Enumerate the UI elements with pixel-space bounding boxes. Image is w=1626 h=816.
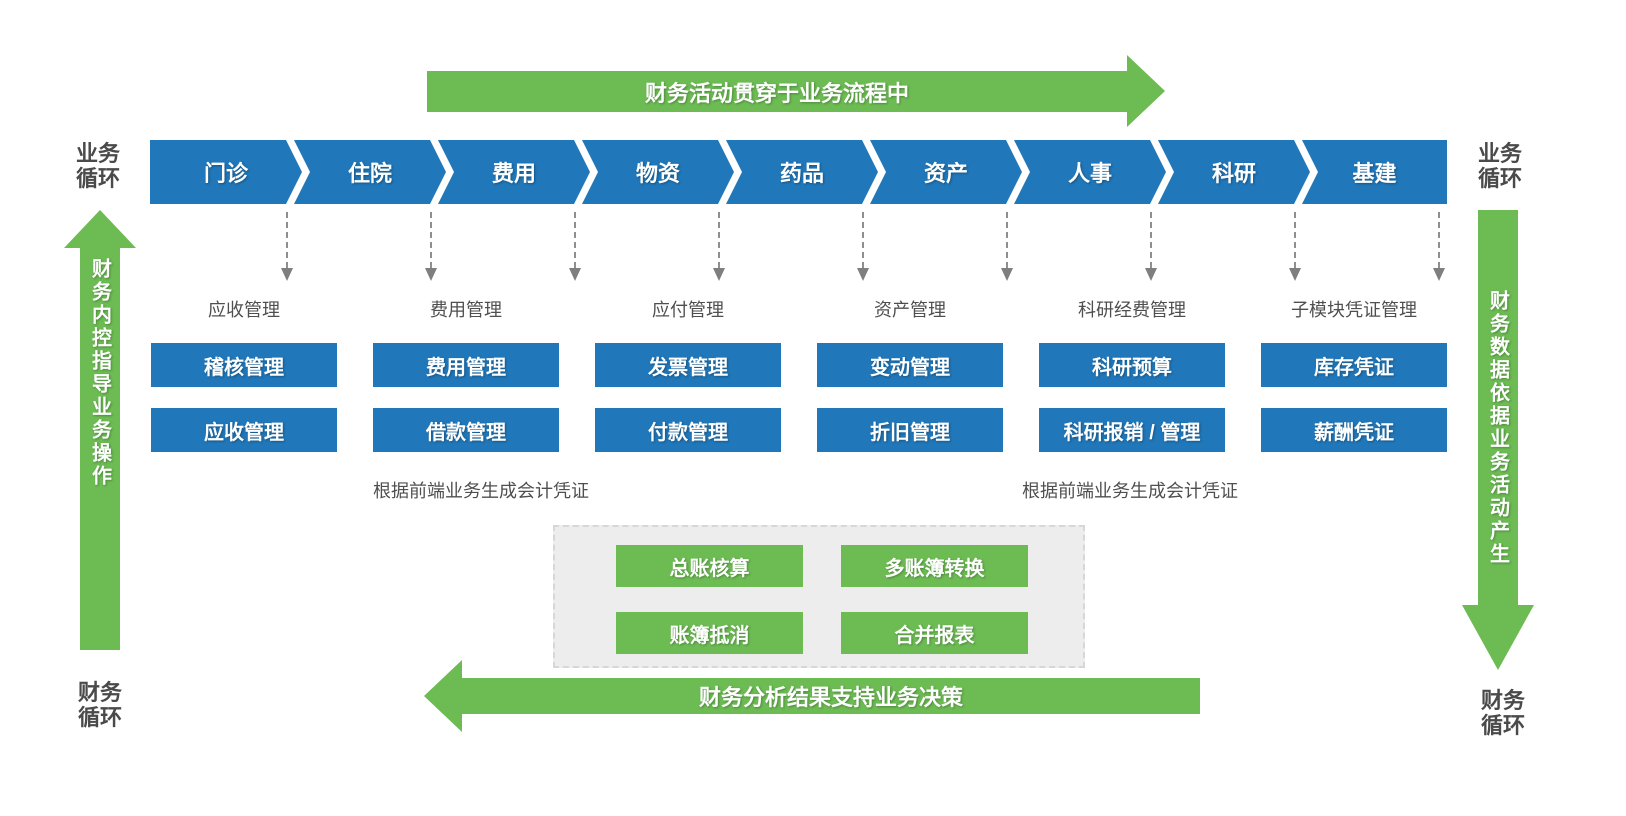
module-group-payables: 应付管理 发票管理 付款管理 (595, 296, 781, 456)
module-group-label: 应付管理 (652, 300, 724, 320)
dashed-connector-icon (281, 212, 293, 281)
cycle-label-bottom-right: 财务循环 (1480, 688, 1525, 738)
cycle-label-top-left: 业务循环 (75, 141, 120, 191)
module-group-label: 子模块凭证管理 (1291, 300, 1417, 320)
process-step-chevron: 药品 (726, 140, 878, 204)
bottom-banner-arrow: 财务分析结果支持业务决策 (462, 678, 1200, 714)
top-banner-arrow: 财务活动贯穿于业务流程中 (427, 71, 1127, 112)
process-step-chevron: 科研 (1158, 140, 1310, 204)
dashed-connector-icon (1433, 212, 1445, 281)
module-group-label: 费用管理 (430, 300, 502, 320)
process-step-chevron: 物资 (582, 140, 734, 204)
process-step-chevron: 基建 (1302, 140, 1447, 204)
bottom-banner-arrowhead-icon (424, 660, 462, 732)
left-cycle-arrow: 财务内控指导业务操作 (80, 248, 120, 650)
left-cycle-arrowhead-icon (64, 210, 136, 248)
dashed-connector-icon (713, 212, 725, 281)
dashed-connector-icon (569, 212, 581, 281)
process-step-chevron: 资产 (870, 140, 1022, 204)
process-step-chevron: 住院 (294, 140, 446, 204)
module-box: 折旧管理 (817, 408, 1003, 452)
module-group-label: 科研经费管理 (1078, 300, 1186, 320)
module-box: 应收管理 (151, 408, 337, 452)
dashed-connector-icon (1145, 212, 1157, 281)
module-group-receivables: 应收管理 稽核管理 应收管理 (151, 296, 337, 456)
cycle-label-bottom-left: 财务循环 (77, 680, 122, 730)
module-box: 薪酬凭证 (1261, 408, 1447, 452)
module-box: 稽核管理 (151, 343, 337, 387)
module-box: 变动管理 (817, 343, 1003, 387)
module-group-label: 资产管理 (874, 300, 946, 320)
right-cycle-arrow-label: 财务数据依据业务活动产生 (1486, 290, 1509, 566)
dashed-connector-icon (1289, 212, 1301, 281)
cycle-label-top-right: 业务循环 (1477, 141, 1522, 191)
bottom-banner-label: 财务分析结果支持业务决策 (462, 678, 1200, 714)
left-cycle-arrow-label: 财务内控指导业务操作 (88, 258, 111, 488)
module-group-label: 应收管理 (208, 300, 280, 320)
ledger-panel: 总账核算 多账簿转换 账簿抵消 合并报表 (553, 525, 1085, 668)
ledger-box: 账簿抵消 (616, 612, 803, 654)
process-step-chevron: 费用 (438, 140, 590, 204)
voucher-note-right: 根据前端业务生成会计凭证 (1022, 481, 1238, 501)
module-group-expense: 费用管理 费用管理 借款管理 (373, 296, 559, 456)
top-banner-label: 财务活动贯穿于业务流程中 (427, 71, 1127, 112)
module-box: 借款管理 (373, 408, 559, 452)
right-cycle-arrow: 财务数据依据业务活动产生 (1478, 210, 1518, 605)
module-group-research: 科研经费管理 科研预算 科研报销 / 管理 (1039, 296, 1225, 456)
process-step-chevron: 门诊 (150, 140, 302, 204)
voucher-note-left: 根据前端业务生成会计凭证 (373, 481, 589, 501)
dashed-connector-icon (1001, 212, 1013, 281)
process-step-chevron: 人事 (1014, 140, 1166, 204)
right-cycle-arrowhead-icon (1462, 605, 1534, 670)
ledger-box: 合并报表 (841, 612, 1028, 654)
ledger-box: 总账核算 (616, 545, 803, 587)
module-box: 发票管理 (595, 343, 781, 387)
module-box: 付款管理 (595, 408, 781, 452)
dashed-connector-icon (857, 212, 869, 281)
module-group-assets: 资产管理 变动管理 折旧管理 (817, 296, 1003, 456)
module-group-vouchers: 子模块凭证管理 库存凭证 薪酬凭证 (1261, 296, 1447, 456)
module-box: 库存凭证 (1261, 343, 1447, 387)
top-banner-arrowhead-icon (1127, 55, 1165, 127)
module-box: 科研报销 / 管理 (1039, 408, 1225, 452)
module-box: 科研预算 (1039, 343, 1225, 387)
ledger-box: 多账簿转换 (841, 545, 1028, 587)
dashed-connector-icon (425, 212, 437, 281)
module-box: 费用管理 (373, 343, 559, 387)
